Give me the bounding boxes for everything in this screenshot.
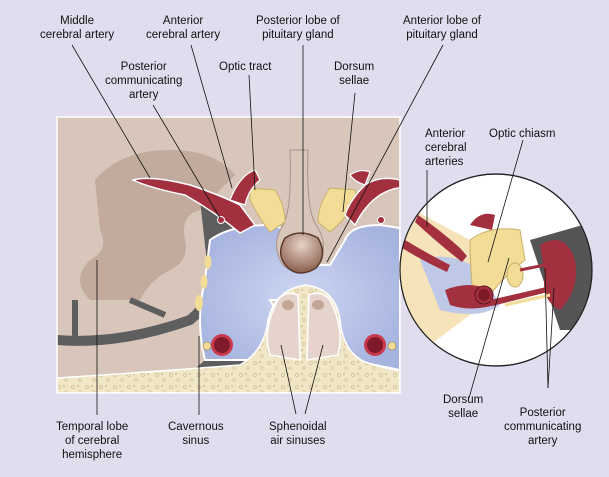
- label-dorsum-sellae-top: Dorsum sellae: [334, 61, 375, 87]
- label-anterior-cerebral-artery: Anterior cerebral artery: [146, 15, 221, 41]
- pituitary-gland: [279, 232, 324, 274]
- posterior-communicating-artery-dot: [217, 216, 225, 224]
- label-temporal-lobe: Temporal lobe of cerebral hemisphere: [56, 421, 129, 461]
- main-section: [57, 117, 400, 393]
- optic-tract-left: [249, 187, 286, 233]
- label-optic-chiasm: Optic chiasm: [489, 128, 556, 140]
- label-sphenoidal-air-sinuses: Sphenoidal air sinuses: [269, 421, 327, 447]
- label-middle-cerebral-artery: Middle cerebral artery: [40, 15, 115, 41]
- inset-magnified-view: [399, 173, 593, 367]
- inset-anterior-cerebral: [415, 215, 467, 262]
- air-sinus-right: [306, 292, 341, 361]
- label-optic-tract: Optic tract: [219, 61, 272, 73]
- label-posterior-communicating-artery-inset: Posterior communicating artery: [504, 407, 582, 447]
- middle-cerebral-artery-right: [344, 177, 400, 227]
- label-dorsum-sellae-inset: Dorsum sellae: [443, 394, 484, 420]
- label-anterior-lobe-pituitary: Anterior lobe of pituitary gland: [403, 15, 481, 41]
- air-sinus-left: [266, 292, 301, 361]
- label-posterior-communicating-artery: Posterior communicating artery: [105, 61, 183, 101]
- leader-lines: [71, 44, 555, 415]
- inset-artery-right: [540, 240, 576, 310]
- label-anterior-cerebral-arteries: Anterior cerebral arteries: [425, 128, 467, 168]
- label-posterior-lobe-pituitary: Posterior lobe of pituitary gland: [256, 15, 340, 41]
- label-cavernous-sinus: Cavernous sinus: [168, 421, 224, 447]
- anterior-cerebral-artery-left: [229, 169, 261, 206]
- inset-optic-chiasm: [469, 228, 526, 296]
